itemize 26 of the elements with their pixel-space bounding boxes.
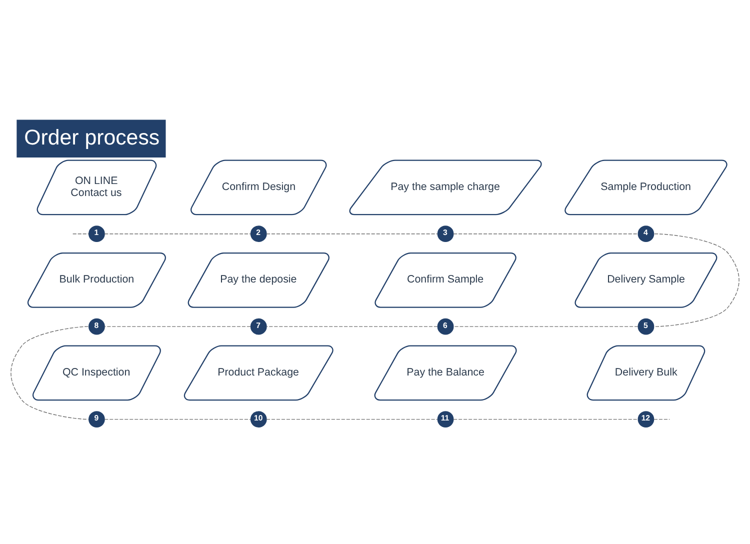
connector: [654, 418, 670, 420]
node-circle: 5: [638, 318, 654, 335]
connector: [453, 418, 638, 420]
connector: [104, 418, 251, 420]
node-circle: 10: [250, 411, 267, 428]
connector: [10, 326, 88, 420]
diagram-title: Order process: [24, 125, 160, 150]
connector: [104, 326, 251, 327]
connector: [654, 233, 740, 327]
connector: [266, 418, 438, 420]
node-circle: 4: [638, 226, 654, 242]
node-circle: 7: [250, 318, 267, 335]
node-circle: 11: [437, 411, 454, 428]
node-circle: 9: [88, 411, 105, 428]
connector: [266, 326, 438, 327]
connector: [72, 233, 90, 234]
node-circle: 6: [437, 318, 454, 335]
node-circle: 2: [250, 226, 267, 242]
node-circle: 3: [437, 226, 454, 242]
node-circle: 12: [638, 411, 654, 428]
connector: [453, 326, 638, 327]
connector: [266, 233, 438, 234]
node-circle: 8: [88, 318, 105, 335]
connector: [104, 233, 251, 234]
node-circle: 1: [88, 226, 105, 242]
connector: [453, 233, 638, 234]
